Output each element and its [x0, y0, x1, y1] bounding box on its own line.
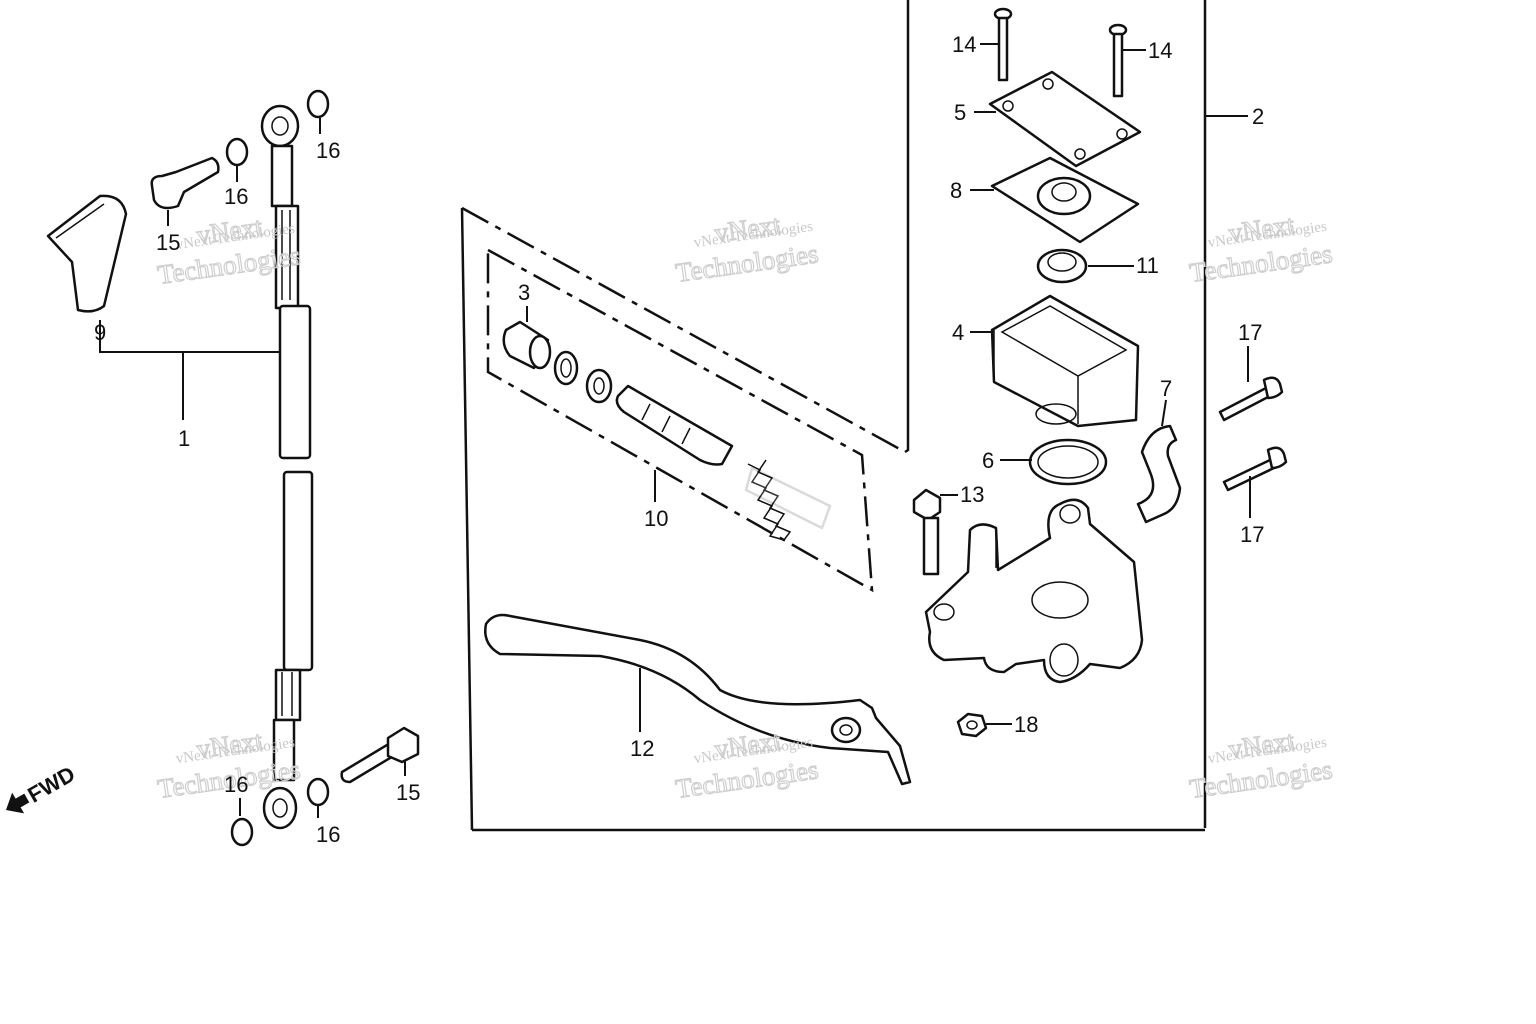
upper-hose	[260, 104, 312, 460]
brake-lever	[484, 613, 912, 786]
holder-bolt-upper	[1218, 376, 1284, 422]
callout-11: 11	[1136, 253, 1159, 278]
sealing-washer-3	[230, 817, 254, 847]
master-cylinder-body	[924, 498, 1144, 684]
piston-washer	[585, 368, 613, 404]
piston-spring	[744, 459, 832, 541]
callout-4: 4	[952, 320, 964, 345]
lever-holder	[1136, 424, 1182, 524]
callout-2: 2	[1252, 104, 1264, 129]
piston-kit	[502, 306, 832, 541]
callout-16-lower-right: 16	[316, 822, 340, 847]
pivot-nut	[956, 712, 988, 738]
watermark-1: vNext vNext Technologies Technologies	[155, 211, 303, 291]
pivot-bolt	[912, 488, 942, 576]
diaphragm-seal	[1036, 248, 1088, 284]
callout-9: 9	[94, 320, 106, 345]
callout-14-right: 14	[1148, 38, 1172, 63]
callout-6: 6	[982, 448, 994, 473]
banjo-bolt-lower	[340, 726, 420, 784]
callout-15-lower: 15	[396, 780, 420, 805]
brake-hose-assembly	[46, 89, 420, 847]
diaphragm-plate	[990, 156, 1140, 244]
callout-17-upper: 17	[1238, 320, 1262, 345]
fwd-label: FWD	[23, 761, 79, 808]
lower-hose	[262, 470, 314, 830]
callout-5: 5	[954, 100, 966, 125]
reservoir-cap	[988, 70, 1142, 168]
forward-arrow-icon	[6, 792, 30, 814]
callout-3: 3	[518, 280, 530, 305]
callout-12: 12	[630, 736, 654, 761]
callout-16-upper-right: 16	[316, 138, 340, 163]
callouts: 1 2 3 4 5 6 7 8 9 10 11 12 13 14 14 15 1…	[94, 32, 1264, 847]
cap-screw-right	[1108, 23, 1128, 98]
sealing-washer-4	[306, 777, 330, 807]
piston	[615, 384, 734, 466]
forward-direction-indicator: FWD	[6, 761, 79, 814]
callout-17-lower: 17	[1240, 522, 1264, 547]
banjo-bolt-upper	[150, 156, 220, 210]
cap-screw-left	[993, 7, 1013, 82]
sealing-washer-2	[306, 89, 330, 119]
piston-boot	[502, 320, 552, 370]
piston-kit-frame	[486, 247, 874, 593]
reservoir-body	[990, 294, 1140, 428]
watermark-2: vNext vNext Technologies Technologies	[673, 209, 821, 289]
frames	[460, 0, 1207, 832]
assembly-frame-left	[460, 207, 474, 831]
holder-bolt-lower	[1222, 446, 1288, 492]
assembly-frame	[904, 0, 910, 454]
snap-ring	[553, 350, 579, 386]
callout-15-upper: 15	[156, 230, 180, 255]
reservoir-o-ring	[1028, 438, 1108, 486]
callout-7: 7	[1160, 376, 1172, 401]
callout-10: 10	[644, 506, 668, 531]
piston-frame-dashed	[461, 206, 906, 454]
hose-boot	[46, 194, 128, 313]
callout-1: 1	[178, 426, 190, 451]
callout-8: 8	[950, 178, 962, 203]
callout-16-lower-left: 16	[224, 772, 248, 797]
callout-14-left: 14	[952, 32, 976, 57]
sealing-washer-1	[225, 137, 249, 167]
callout-18: 18	[1014, 712, 1038, 737]
master-cylinder-assembly	[912, 7, 1288, 738]
callout-16-upper-left: 16	[224, 184, 248, 209]
callout-13: 13	[960, 482, 984, 507]
